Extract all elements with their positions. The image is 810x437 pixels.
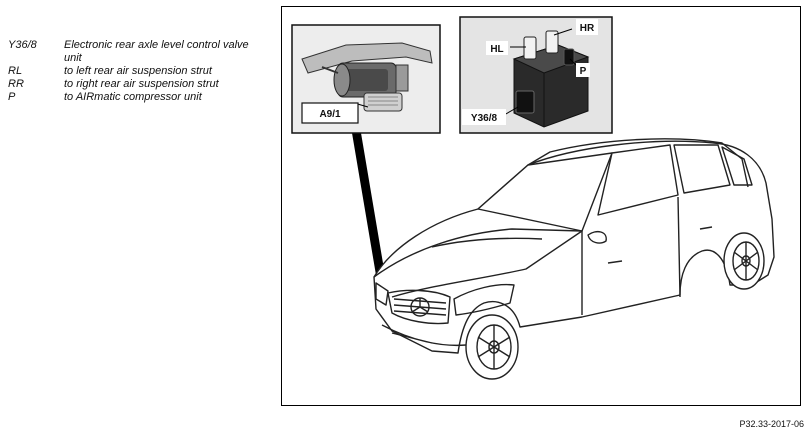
legend-code: P (8, 91, 16, 103)
inset-valve-unit: HR HL P Y36/8 (459, 16, 613, 134)
quarter-window (721, 146, 753, 186)
left-headlight (375, 282, 389, 306)
rear-wheel (723, 232, 765, 290)
legend-description: to right rear air suspension strut (64, 78, 219, 90)
figure-id: P32.33-2017-06 (739, 419, 804, 429)
rear-side-window (673, 144, 731, 194)
callout-p: P (580, 66, 587, 77)
callout-a9-1: A9/1 (319, 109, 341, 120)
legend-item-rr: RR to right rear air suspension strut (8, 78, 254, 91)
front-bumper (381, 324, 467, 347)
legend-item-rl: RL to left rear air suspension strut (8, 65, 254, 78)
legend-code: Y36/8 (8, 39, 37, 51)
legend-code: RR (8, 78, 24, 90)
callout-y36-8: Y36/8 (471, 113, 498, 124)
side-mirror (587, 230, 607, 244)
star-emblem-points (411, 298, 429, 313)
compressor-leader-line (352, 133, 386, 281)
car-illustration (373, 138, 775, 380)
legend-description: to AIRmatic compressor unit (64, 91, 202, 103)
front-wheel (465, 314, 519, 380)
right-headlight (453, 283, 515, 316)
roof-line (527, 138, 749, 188)
legend-item-y36-8: Y36/8 Electronic rear axle level control… (8, 39, 254, 65)
legend-description: to left rear air suspension strut (64, 65, 212, 77)
callout-hl: HL (490, 44, 503, 55)
front-side-window (597, 144, 679, 216)
callout-hr: HR (580, 23, 595, 34)
hood (373, 228, 583, 298)
diagram-frame: A9/1 HR HL P (281, 6, 801, 406)
grille (387, 289, 451, 325)
legend: Y36/8 Electronic rear axle level control… (8, 39, 254, 104)
door-lines (581, 196, 713, 315)
legend-code: RL (8, 65, 23, 77)
legend-description: Electronic rear axle level control valve… (64, 39, 249, 64)
diagram-illustration: A9/1 HR HL P (291, 16, 775, 380)
legend-item-p: P to AIRmatic compressor unit (8, 91, 254, 104)
inset-compressor: A9/1 (291, 24, 441, 134)
hood-crease (431, 237, 543, 248)
